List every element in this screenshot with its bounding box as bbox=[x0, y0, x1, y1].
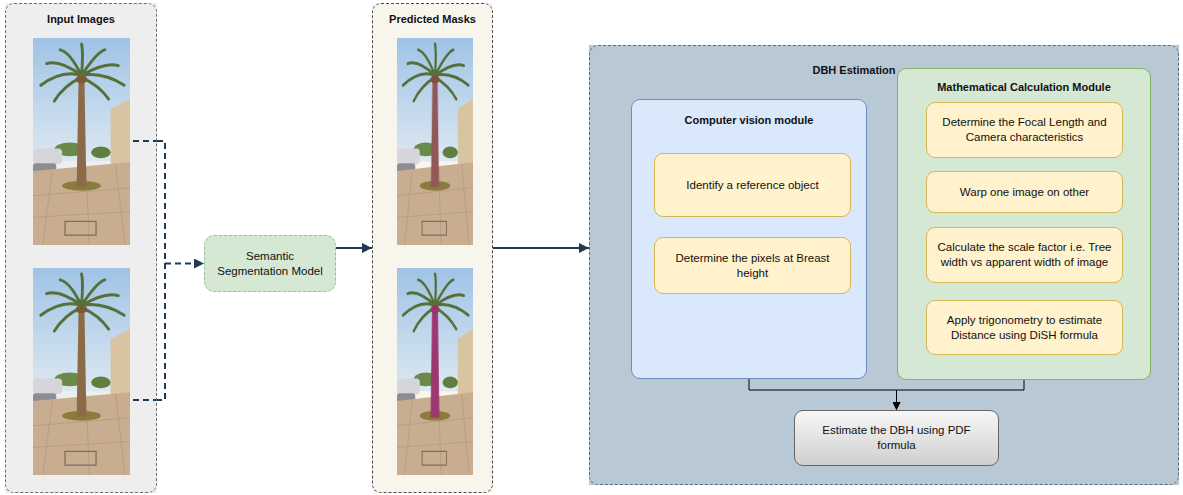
step-box: Determine the Focal Length and Camera ch… bbox=[926, 102, 1123, 158]
step-box: Calculate the scale factor i.e. Tree wid… bbox=[926, 227, 1123, 283]
input-panel: Input Images bbox=[5, 3, 157, 493]
panel-title: Computer vision module bbox=[632, 114, 866, 126]
output-panel: Predicted Masks bbox=[372, 3, 493, 493]
mask-overlay bbox=[430, 305, 439, 417]
module-box: Mathematical Calculation ModuleDetermine… bbox=[897, 68, 1151, 380]
box-label: Apply trigonometry to estimate Distance … bbox=[935, 313, 1114, 343]
box-label: Semantic Segmentation Model bbox=[213, 249, 327, 279]
box-label: Determine the Focal Length and Camera ch… bbox=[935, 115, 1114, 145]
step-box: Apply trigonometry to estimate Distance … bbox=[926, 300, 1123, 355]
box-label: Estimate the DBH using PDF formula bbox=[803, 423, 990, 453]
box-label: Determine the pixels at Breast height bbox=[663, 251, 842, 281]
panel-ground bbox=[5, 3, 157, 493]
panel-ground bbox=[372, 3, 493, 493]
panel-title: Predicted Masks bbox=[373, 13, 492, 25]
step-box: Warp one image on other bbox=[926, 171, 1123, 213]
estimation-panel: DBH EstimationComputer vision moduleIden… bbox=[589, 45, 1179, 485]
box-label: Identify a reference object bbox=[686, 178, 818, 193]
step-box: Determine the pixels at Breast height bbox=[654, 237, 851, 294]
model-box: Semantic Segmentation Model bbox=[204, 235, 336, 292]
flow-arrow bbox=[157, 141, 204, 400]
mask-photo bbox=[397, 38, 473, 245]
step-box: Identify a reference object bbox=[654, 153, 851, 217]
flow-arrow bbox=[493, 247, 589, 249]
box-label: Calculate the scale factor i.e. Tree wid… bbox=[935, 240, 1114, 270]
mask-photo bbox=[397, 268, 473, 475]
panel-title: Mathematical Calculation Module bbox=[898, 81, 1150, 93]
dashed-stub bbox=[133, 141, 157, 400]
input-photo bbox=[33, 38, 130, 245]
result-box: Estimate the DBH using PDF formula bbox=[794, 410, 999, 466]
box-label: Warp one image on other bbox=[960, 185, 1089, 200]
module-box: Computer vision moduleIdentify a referen… bbox=[631, 99, 867, 379]
flow-arrow bbox=[749, 379, 897, 410]
input-photo bbox=[33, 268, 130, 475]
panel-ground bbox=[589, 45, 1179, 485]
flow-arrow bbox=[897, 380, 1025, 410]
flow-arrow bbox=[336, 247, 372, 249]
panel-title: Input Images bbox=[6, 13, 156, 25]
mask-overlay bbox=[430, 75, 439, 187]
